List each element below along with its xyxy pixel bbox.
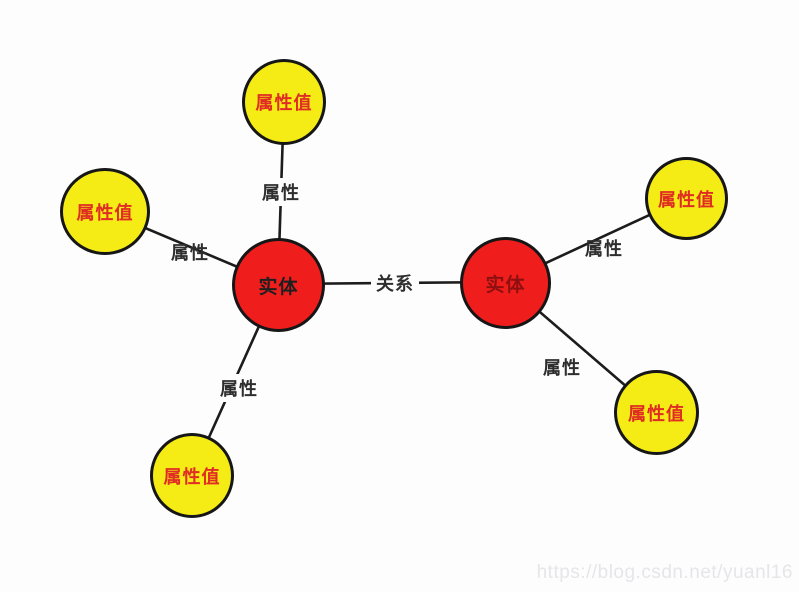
edge-label-attribute-bottom-left: 属性 xyxy=(215,374,263,402)
edge-label-attribute-right-top: 属性 xyxy=(585,239,623,259)
edge-label-attribute-top: 属性 xyxy=(257,178,305,206)
entity-node-left: 实体 xyxy=(232,238,325,332)
entity-node-right: 实体 xyxy=(460,237,551,329)
attribute-value-label: 属性值 xyxy=(76,202,134,223)
attribute-value-node-left: 属性值 xyxy=(60,168,150,255)
attribute-value-node-bottom-left: 属性值 xyxy=(150,433,234,518)
watermark-url: https://blog.csdn.net/yuanl16 xyxy=(536,562,793,583)
attribute-value-label: 属性值 xyxy=(163,466,221,487)
attribute-value-label: 属性值 xyxy=(658,189,715,210)
attribute-value-node-right-top: 属性值 xyxy=(645,157,728,240)
attribute-value-node-top: 属性值 xyxy=(242,59,326,145)
attribute-value-label: 属性值 xyxy=(628,403,685,424)
edge-label-attribute-right-bottom: 属性 xyxy=(538,353,586,381)
entity-label: 实体 xyxy=(485,274,526,296)
entity-label: 实体 xyxy=(258,276,299,298)
attribute-value-node-right-bottom: 属性值 xyxy=(614,370,699,455)
edge-label-attribute-left: 属性 xyxy=(171,243,209,263)
attribute-value-label: 属性值 xyxy=(255,93,313,113)
edge-label-relation: 关系 xyxy=(371,269,419,297)
